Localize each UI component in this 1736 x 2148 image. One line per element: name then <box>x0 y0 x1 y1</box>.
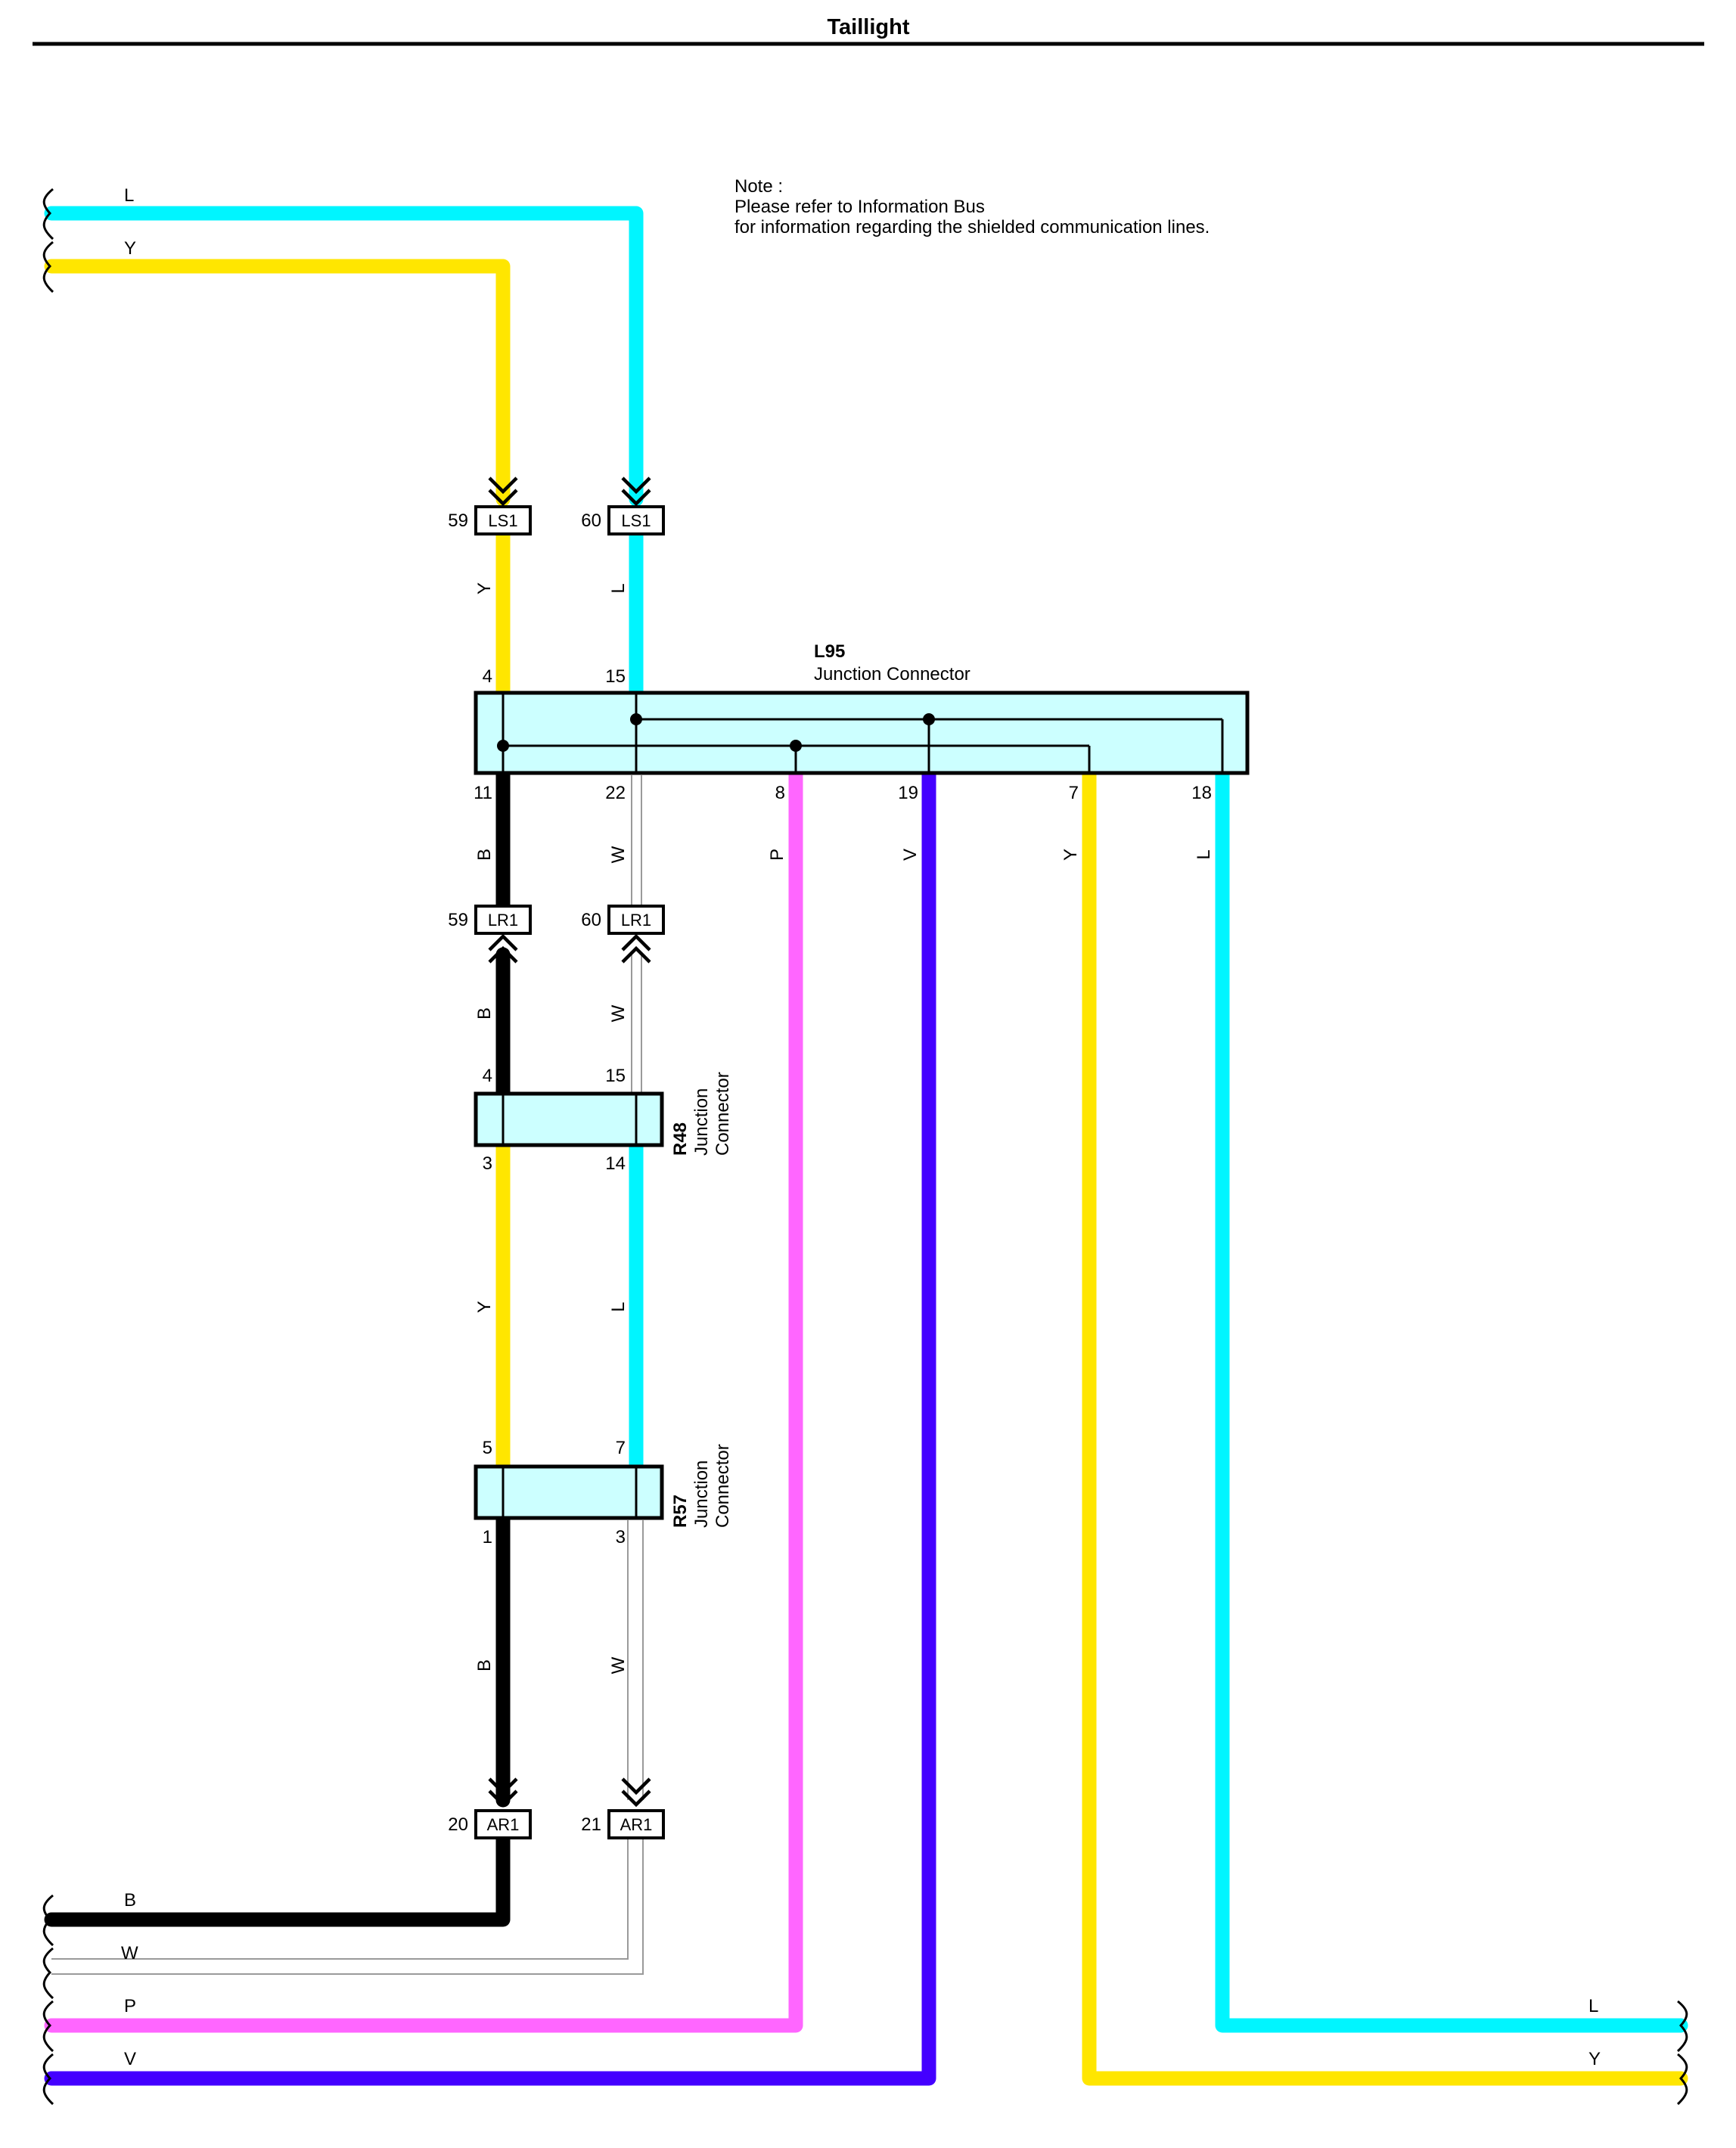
wire-w-bottom <box>51 1839 644 1975</box>
wire-label-w-bottom: W <box>121 1943 138 1963</box>
wire-label-y-right: Y <box>1588 2049 1601 2069</box>
wire-label-l-right: L <box>1588 1996 1598 2016</box>
wire-label-y-r48: Y <box>474 1301 495 1313</box>
connector-name: AR1 <box>487 1815 520 1834</box>
connector-pin: 60 <box>581 910 601 930</box>
wire-w-r57-ar1 <box>627 1520 644 1800</box>
connector-name-line-1: Junction <box>691 1088 712 1156</box>
pin-bottom-1: 3 <box>616 1527 626 1547</box>
wire-w-l95-lr1 <box>631 775 642 906</box>
pin-bottom-1: 22 <box>605 783 626 803</box>
wire-label-p-bottom: P <box>124 1996 136 2016</box>
junction-connector-r57: 5 7 1 3 R57 Junction Connector <box>474 1438 733 1547</box>
wire-label-l-r48: L <box>608 1302 629 1311</box>
connector-id: L95 <box>814 641 845 662</box>
connector-pin: 21 <box>581 1814 601 1835</box>
wire-label-l-top: L <box>124 185 134 206</box>
connector-pin: 20 <box>448 1814 468 1835</box>
note-line-1: Note : <box>734 176 783 197</box>
wire-v <box>44 768 936 2086</box>
connector-name-line-1: Junction <box>691 1460 712 1528</box>
pin-bottom-0: 1 <box>483 1527 492 1547</box>
note-line-3: for information regarding the shielded c… <box>734 217 1210 237</box>
wire-l-right <box>1215 768 1688 2033</box>
wire-label-w-r57: W <box>608 1656 629 1674</box>
wire-label-b-r57: B <box>474 1659 495 1672</box>
pin-top-0: 4 <box>483 1066 492 1086</box>
connector-name: LS1 <box>488 511 517 530</box>
connector-lr1-60: LR1 60 <box>581 905 665 964</box>
connector-pin: 59 <box>448 910 468 930</box>
pin-bottom-2: 8 <box>775 783 785 803</box>
connector-arrow-icon <box>621 1777 651 1808</box>
wire-label-y-ls1: Y <box>474 582 495 594</box>
connector-ls1-59: LS1 59 <box>448 476 532 535</box>
note-line-2: Please refer to Information Bus <box>734 197 985 217</box>
wire-y-top <box>44 259 511 507</box>
wire-label-v-bottom: V <box>124 2049 136 2069</box>
wire-w-lr1-r48 <box>631 954 642 1092</box>
connector-name-line-2: Connector <box>713 1444 733 1528</box>
pin-top-1: 7 <box>616 1438 626 1458</box>
wire-label-l-ls1: L <box>608 583 629 593</box>
connector-pin: 60 <box>581 511 601 531</box>
wire-label-b-bottom: B <box>124 1890 136 1911</box>
pin-bottom-3: 19 <box>898 783 918 803</box>
pin-bottom-5: 18 <box>1191 783 1212 803</box>
pin-bottom-0: 11 <box>474 783 492 803</box>
connector-arrow-icon <box>488 1777 518 1808</box>
connector-ar1-20: AR1 20 <box>448 1777 532 1839</box>
wire-label-b-lr1: B <box>474 1007 495 1020</box>
junction-connector-r48: 4 15 3 14 R48 Junction Connector <box>474 1066 733 1174</box>
junction-connector-l95: L95 Junction Connector 4 15 11 22 8 19 7… <box>474 641 1250 803</box>
wire-y-right <box>1082 768 1688 2086</box>
connector-name: LR1 <box>621 911 651 930</box>
connector-ar1-21: AR1 21 <box>581 1777 665 1839</box>
connector-arrow-icon <box>488 476 518 507</box>
connector-lr1-59: LR1 59 <box>448 905 532 964</box>
connector-arrow-icon <box>621 476 651 507</box>
pin-top-1: 15 <box>605 666 626 687</box>
page-title: Taillight <box>827 15 909 39</box>
wire-label-v-l95: V <box>900 849 921 861</box>
connector-pin: 59 <box>448 511 468 531</box>
connector-id: R48 <box>670 1122 691 1156</box>
pin-bottom-1: 14 <box>605 1153 626 1174</box>
pin-top-0: 5 <box>483 1438 492 1458</box>
wire-label-p-l95: P <box>767 849 787 861</box>
wire-label-w-lr1: W <box>608 1004 629 1022</box>
wire-break-right <box>1676 2000 1688 2106</box>
connector-id: R57 <box>670 1495 691 1528</box>
wire-label-l-l95: L <box>1194 849 1214 859</box>
note: Note : Please refer to Information Bus f… <box>734 176 1210 237</box>
connector-name-line-2: Connector <box>713 1072 733 1156</box>
connector-arrow-icon <box>621 933 651 964</box>
pin-bottom-4: 7 <box>1069 783 1079 803</box>
connector-name: LS1 <box>621 511 651 530</box>
wire-break-left <box>42 188 54 2106</box>
pin-top-1: 15 <box>605 1066 626 1086</box>
connector-name: Junction Connector <box>814 664 970 684</box>
wire-label-w-l95: W <box>608 846 629 863</box>
wire-b-bottom <box>44 1832 511 1927</box>
connector-name: LR1 <box>488 911 518 930</box>
connector-ls1-60: LS1 60 <box>581 476 665 535</box>
connector-name: AR1 <box>620 1815 653 1834</box>
wire-l-top <box>44 206 644 507</box>
wire-label-y-l95: Y <box>1061 849 1081 861</box>
wire-label-b-l95: B <box>474 849 495 861</box>
pin-bottom-0: 3 <box>483 1153 492 1174</box>
pin-top-0: 4 <box>483 666 492 687</box>
wire-p <box>44 768 803 2033</box>
connector-arrow-icon <box>488 933 518 964</box>
wire-label-y-top: Y <box>124 238 136 259</box>
